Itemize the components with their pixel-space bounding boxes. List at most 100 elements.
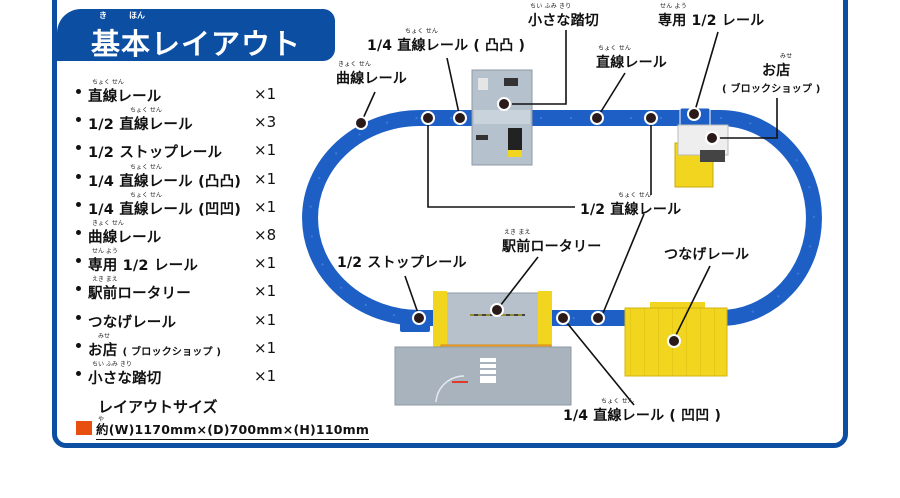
parts-list-item: きょく せん 曲線レール ×8 bbox=[76, 220, 286, 249]
rail-groove bbox=[309, 117, 815, 319]
item-ruby: ちい ふみ きり bbox=[92, 360, 132, 368]
item-name: 専用 1/2 レール bbox=[88, 258, 199, 275]
parts-list-item: つなげレール ×1 bbox=[76, 306, 286, 334]
item-ruby: せん よう bbox=[92, 248, 118, 256]
label-text: 直線レール bbox=[596, 55, 667, 71]
label-dedicated-half-rail: せん よう 専用 1/2 レール bbox=[658, 3, 765, 30]
item-qty: ×1 bbox=[254, 338, 277, 357]
callout-dot bbox=[354, 116, 368, 130]
label-half-straight-rail: ちょく せん 1/2 直線レール bbox=[580, 192, 682, 219]
bullet-icon bbox=[76, 314, 81, 320]
item-ruby: ちょく せん bbox=[130, 191, 162, 199]
item-ruby: えき まえ bbox=[92, 276, 118, 284]
callout-dot bbox=[591, 311, 605, 325]
item-name: 駅前ロータリー bbox=[88, 286, 191, 303]
item-qty: ×1 bbox=[254, 282, 277, 301]
layout-size-ruby: やく bbox=[98, 416, 105, 432]
label-curve-rail: きょく せん 曲線レール bbox=[336, 61, 407, 88]
label-straight-rail: ちょく せん 直線レール bbox=[596, 45, 667, 72]
leader-lines bbox=[360, 30, 778, 406]
item-ruby: ちょく せん bbox=[92, 79, 124, 86]
parts-list-item: ちい ふみ きり 小さな踏切 ×1 bbox=[76, 360, 286, 390]
callout-dots bbox=[354, 97, 719, 348]
label-text: 1/4 直線レール ( 凸凸 ) bbox=[367, 38, 526, 54]
parts-list-item: みせ お店 ( ブロックショップ ) ×1 bbox=[76, 332, 286, 362]
item-ruby: みせ bbox=[98, 332, 111, 340]
label-ruby: ちょく せん bbox=[618, 192, 652, 199]
label-ruby: みせ bbox=[780, 53, 793, 60]
bullet-icon bbox=[76, 342, 81, 348]
item-qty: ×1 bbox=[254, 366, 277, 385]
callout-dot bbox=[705, 131, 719, 145]
title-ruby-hon: ほん bbox=[129, 11, 145, 20]
bullet-icon bbox=[76, 201, 81, 207]
label-shop: みせ お店 bbox=[762, 53, 792, 80]
rail-loop bbox=[302, 110, 822, 326]
item-qty: ×1 bbox=[254, 141, 277, 160]
item-name: 1/4 直線レール (凸凸) bbox=[88, 173, 242, 190]
label-ruby: ちょく せん bbox=[405, 28, 439, 35]
label-small-crossing: ちい ふみ きり 小さな踏切 bbox=[528, 3, 599, 30]
label-text: 小さな踏切 bbox=[528, 13, 599, 29]
callout-dot bbox=[453, 111, 467, 125]
layout-size-title: レイアウトサイズ bbox=[98, 398, 218, 416]
parts-list-item: ちょく せん 直線レール ×1 bbox=[76, 79, 286, 108]
parts-list-item: ちょく せん 1/4 直線レール (凹凹) ×1 bbox=[76, 191, 286, 221]
bullet-icon bbox=[76, 145, 81, 151]
bullet-icon bbox=[76, 173, 81, 179]
callout-dot bbox=[412, 311, 426, 325]
label-connect-rail: つなげレール bbox=[664, 244, 749, 264]
item-name-sub: ( ブロックショップ ) bbox=[122, 346, 222, 358]
item-name-main: お店 bbox=[88, 342, 118, 359]
bullet-icon bbox=[76, 117, 81, 123]
item-name: 小さな踏切 bbox=[88, 370, 162, 387]
callout-dot bbox=[490, 303, 504, 317]
label-ruby: えき まえ bbox=[504, 229, 531, 236]
label-ruby: ちょく せん bbox=[598, 45, 632, 52]
label-text: 駅前ロータリー bbox=[502, 239, 602, 255]
label-text: 1/4 直線レール ( 凹凹 ) bbox=[563, 408, 722, 424]
label-ruby: きょく せん bbox=[338, 61, 372, 68]
label-text: つなげレール bbox=[664, 247, 750, 263]
item-name: 曲線レール bbox=[88, 229, 162, 246]
item-name: 直線レール bbox=[88, 89, 162, 105]
label-shop-sub: ( ブロックショップ ) bbox=[722, 80, 821, 96]
bullet-icon bbox=[76, 89, 81, 94]
bullet-icon bbox=[76, 229, 81, 235]
callout-dot bbox=[687, 107, 701, 121]
orange-square-icon bbox=[76, 421, 92, 435]
item-name: 1/4 直線レール (凹凹) bbox=[88, 201, 242, 218]
station-rotary-part bbox=[394, 291, 572, 406]
label-text: 専用 1/2 レール bbox=[658, 13, 765, 29]
item-name: 1/2 直線レール bbox=[88, 117, 193, 134]
callout-dot bbox=[497, 97, 511, 111]
title-banner: き ほん 基本レイアウト bbox=[57, 9, 335, 61]
label-ruby: ちい ふみ きり bbox=[530, 3, 572, 10]
label-text: 曲線レール bbox=[336, 71, 407, 87]
item-qty: ×1 bbox=[254, 85, 277, 103]
label-text: お店 bbox=[762, 63, 791, 79]
item-name: 1/2 ストップレール bbox=[88, 145, 223, 162]
callout-dot bbox=[667, 334, 681, 348]
label-text: 1/2 直線レール bbox=[580, 202, 682, 218]
item-name: つなげレール bbox=[88, 314, 177, 331]
item-qty: ×3 bbox=[254, 113, 277, 132]
item-ruby: ちょく せん bbox=[130, 163, 162, 171]
parts-list-item: せん よう 専用 1/2 レール ×1 bbox=[76, 248, 286, 277]
label-text: 1/2 ストップレール bbox=[337, 255, 467, 271]
parts-list-item: ちょく せん 1/4 直線レール (凸凸) ×1 bbox=[76, 163, 286, 193]
callout-dot bbox=[421, 111, 435, 125]
label-half-stop-rail: 1/2 ストップレール bbox=[337, 252, 467, 272]
bullet-icon bbox=[76, 286, 81, 292]
bullet-icon bbox=[76, 370, 81, 376]
title-ruby-ki: き bbox=[99, 11, 107, 20]
item-qty: ×8 bbox=[254, 225, 277, 244]
item-qty: ×1 bbox=[254, 169, 277, 188]
label-ruby: せん よう bbox=[660, 3, 687, 10]
page-title: 基本レイアウト bbox=[91, 27, 302, 61]
callout-dot bbox=[556, 311, 570, 325]
item-ruby: ちょく せん bbox=[130, 107, 162, 115]
small-crossing-part bbox=[471, 69, 533, 166]
stop-rail-tab bbox=[400, 322, 430, 332]
layout-size-dimensions: 約(W)1170mm×(D)700mm×(H)110mm bbox=[96, 419, 370, 440]
